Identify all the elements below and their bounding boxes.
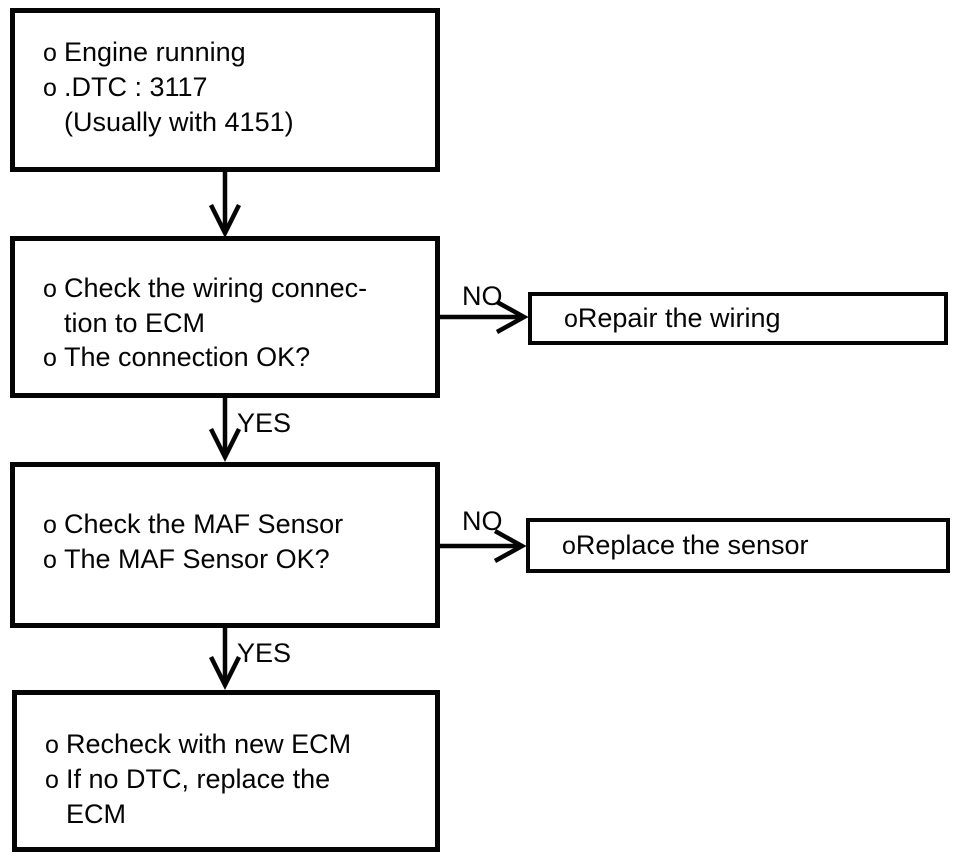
- bullet: o: [43, 74, 57, 102]
- edge-label-yes-2: YES: [237, 638, 292, 668]
- node-check-maf: o Check the MAF Sensor o The MAF Sensor …: [10, 462, 440, 628]
- node-row: o Replace the sensor: [530, 528, 809, 563]
- node-text: Recheck with new ECM: [66, 729, 352, 759]
- node-text: Engine running: [64, 37, 246, 67]
- node-row: o Check the wiring connec-: [15, 271, 435, 306]
- node-check-wiring: o Check the wiring connec- tion to ECM o…: [10, 236, 440, 398]
- bullet: o: [43, 275, 57, 303]
- node-text: If no DTC, replace the: [66, 764, 331, 794]
- node-text: Repair the wiring: [577, 303, 781, 333]
- bullet: o: [43, 39, 57, 67]
- edge-label-no-2: NO: [462, 506, 503, 536]
- arrow-start-to-check-wiring: [208, 172, 242, 239]
- edge-label-yes-1: YES: [237, 408, 292, 438]
- node-recheck-ecm: o Recheck with new ECM o If no DTC, repl…: [12, 690, 440, 852]
- bullet: o: [43, 511, 57, 539]
- bullet: o: [45, 766, 59, 794]
- node-text: .DTC : 3117: [64, 72, 208, 102]
- node-row: o Repair the wiring: [532, 301, 781, 336]
- node-row: tion to ECM: [15, 306, 435, 340]
- bullet: o: [562, 532, 576, 560]
- node-row: o The connection OK?: [15, 340, 435, 375]
- node-start: o Engine running o .DTC : 3117 (Usually …: [10, 8, 440, 172]
- node-row: o Engine running: [15, 35, 435, 70]
- node-row: o If no DTC, replace the: [17, 762, 435, 797]
- arrow-check-wiring-to-check-maf: [208, 398, 242, 463]
- node-text: (Usually with 4151): [64, 107, 294, 137]
- arrow-check-maf-to-recheck-ecm: [208, 628, 242, 691]
- node-text: The MAF Sensor OK?: [64, 544, 330, 574]
- bullet: o: [43, 344, 57, 372]
- node-row: o .DTC : 3117: [15, 70, 435, 105]
- edge-label-no-1: NO: [462, 281, 503, 311]
- node-text: tion to ECM: [64, 308, 206, 338]
- node-text: ECM: [66, 799, 126, 829]
- node-repair-wiring: o Repair the wiring: [528, 292, 948, 345]
- node-row: ECM: [17, 797, 435, 831]
- bullet: o: [45, 731, 59, 759]
- node-text: Check the wiring connec-: [64, 273, 368, 303]
- node-text: Check the MAF Sensor: [64, 509, 344, 539]
- node-row: (Usually with 4151): [15, 105, 435, 139]
- node-replace-sensor: o Replace the sensor: [526, 518, 950, 573]
- node-row: o Recheck with new ECM: [17, 727, 435, 762]
- node-text: Replace the sensor: [575, 530, 809, 560]
- node-row: o Check the MAF Sensor: [15, 507, 435, 542]
- node-row: o The MAF Sensor OK?: [15, 542, 435, 577]
- bullet: o: [564, 305, 578, 333]
- bullet: o: [43, 546, 57, 574]
- node-text: The connection OK?: [64, 342, 311, 372]
